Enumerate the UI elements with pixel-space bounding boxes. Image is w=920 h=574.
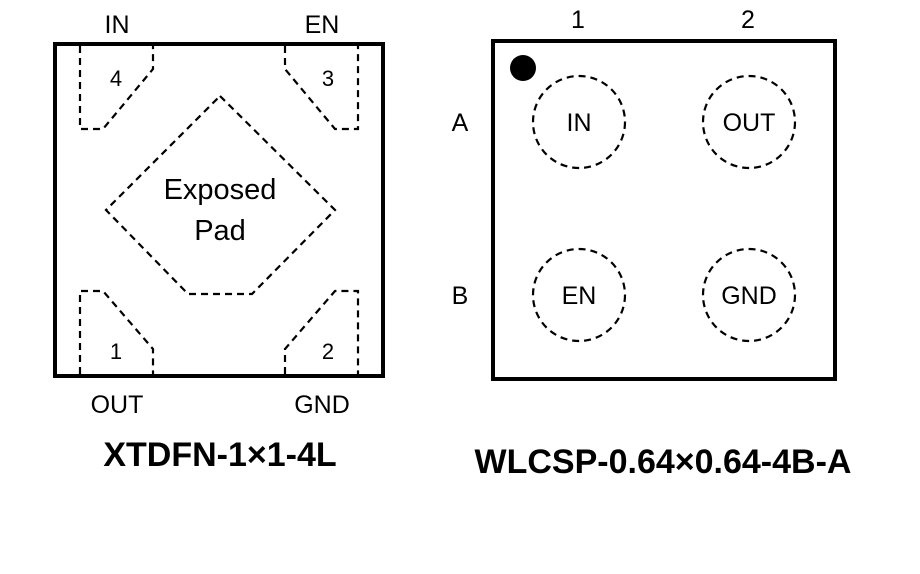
exposed-pad-label-line2: Pad <box>194 215 246 247</box>
ball-b1-outline <box>531 247 627 343</box>
wlcsp-package-outline <box>491 39 837 381</box>
ball-a2-label: OUT <box>723 109 776 137</box>
pin-2-outline <box>283 289 360 374</box>
exposed-pad-label-line1: Exposed <box>164 174 277 206</box>
row-label-b: B <box>452 282 469 310</box>
ball-b2-label: GND <box>721 282 777 310</box>
ball-a1-label: IN <box>567 109 592 137</box>
pin-1-number: 1 <box>110 339 122 364</box>
exposed-pad-outline <box>104 94 337 296</box>
pin-4-number: 4 <box>110 66 122 91</box>
bottom-label-out: OUT <box>91 391 144 419</box>
xtdfn-package: IN EN 4 3 1 2 Exposed Pad OUT GND XTDFN-… <box>53 11 385 474</box>
top-label-en: EN <box>305 11 340 39</box>
top-label-in: IN <box>105 11 130 39</box>
pin-3-outline <box>283 46 360 131</box>
pin-3-number: 3 <box>322 66 334 91</box>
wlcsp-package-title: WLCSP-0.64×0.64-4B-A <box>475 443 852 481</box>
row-label-a: A <box>452 109 469 137</box>
ball-a2-outline <box>701 74 797 170</box>
pin-1-indicator-dot <box>510 55 536 81</box>
ball-b2-outline <box>701 247 797 343</box>
bottom-label-gnd: GND <box>294 391 350 419</box>
xtdfn-package-outline <box>53 42 385 378</box>
xtdfn-package-title: XTDFN-1×1-4L <box>103 436 336 474</box>
ball-a1-outline <box>531 74 627 170</box>
column-label-2: 2 <box>741 6 755 34</box>
ball-b1-label: EN <box>562 282 597 310</box>
pin-2-number: 2 <box>322 339 334 364</box>
wlcsp-package: 1 2 A B IN OUT EN GND WLCSP-0.64×0.64-4B… <box>452 6 852 481</box>
column-label-1: 1 <box>571 6 585 34</box>
